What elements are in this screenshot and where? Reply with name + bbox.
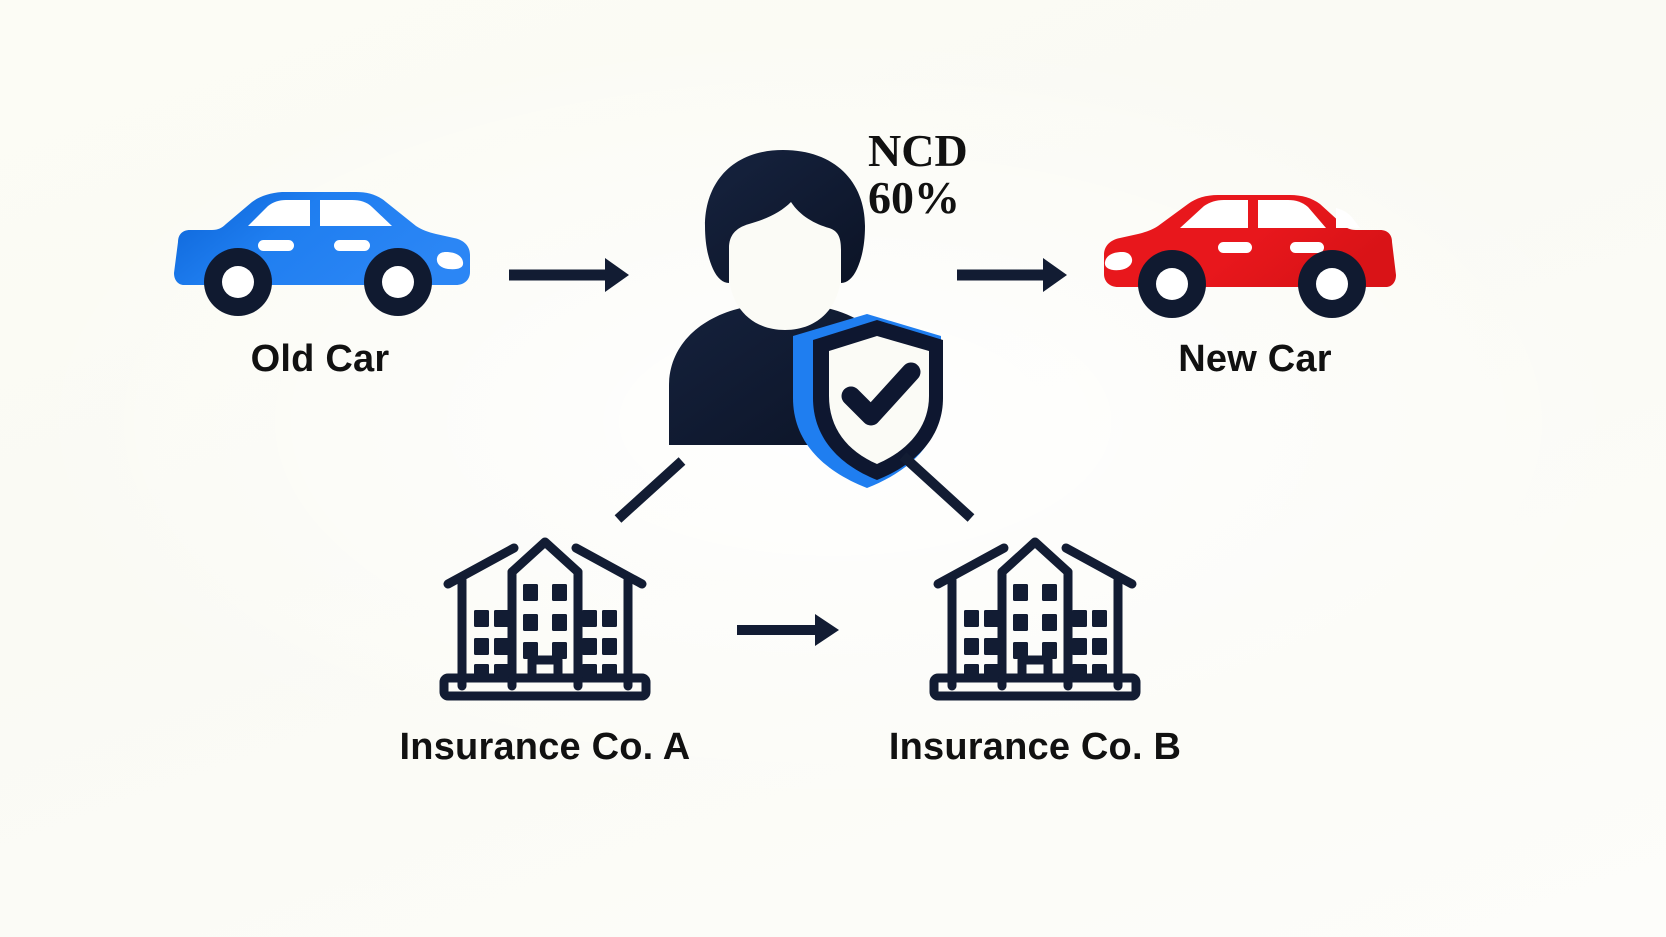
car-side-icon [174,192,470,316]
ncd-badge: NCD 60% [868,125,968,223]
ncd-label: NCD [868,125,968,176]
arrow-right-icon [737,614,839,646]
insurance-b-node: Insurance Co. B [889,528,1181,768]
old-car-node: Old Car [160,180,480,380]
arrow-right-icon [957,258,1067,292]
car-side-icon [1104,195,1396,318]
insurance-b-label: Insurance Co. B [888,726,1182,768]
diagonal-line-icon [614,457,686,523]
person-to-insurance-a-line [610,455,690,525]
person-to-insurance-b-line [895,450,980,525]
old-car-to-person-arrow [505,252,635,298]
office-building-icon [929,537,1141,701]
ncd-value: 60% [868,171,960,223]
insurance-a-to-insurance-b-arrow [735,608,845,652]
arrow-right-icon [509,258,629,292]
diagonal-line-icon [899,452,975,522]
new-car-label: New Car [1178,338,1332,380]
insurance-a-label: Insurance Co. A [399,726,691,768]
person-with-shield-icon [669,150,943,488]
old-car-label: Old Car [250,338,390,380]
person-with-shield-node [655,140,943,488]
insurance-a-node: Insurance Co. A [400,528,690,768]
person-to-new-car-arrow [955,252,1075,298]
new-car-node: New Car [1100,182,1410,380]
office-building-icon [439,537,651,701]
